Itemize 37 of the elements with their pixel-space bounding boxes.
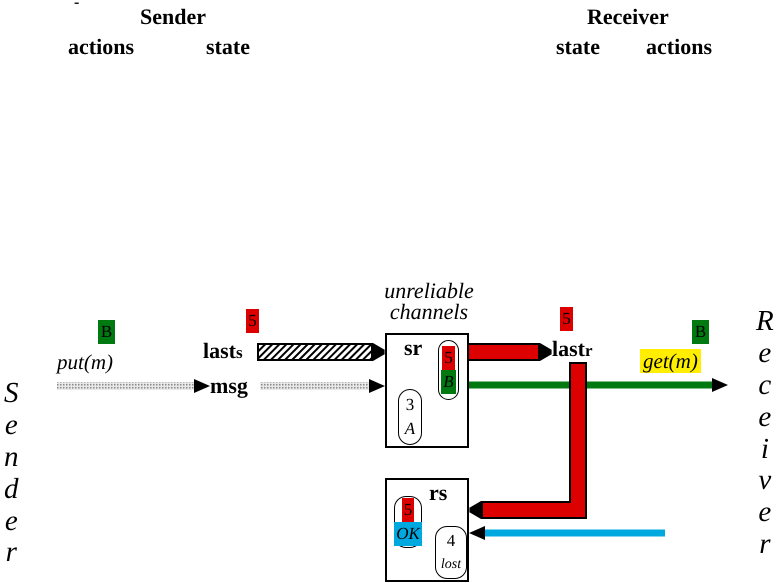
channel-box xyxy=(385,478,469,582)
column-heading: state xyxy=(206,34,250,60)
column-heading: actions xyxy=(646,34,712,60)
column-heading: state xyxy=(556,34,600,60)
packet-capsule xyxy=(394,496,422,548)
packet-capsule xyxy=(435,526,467,579)
arrow xyxy=(260,379,385,393)
variable-name: msg xyxy=(210,373,248,398)
packet-number: 5 xyxy=(442,346,455,370)
packet-value: OK xyxy=(394,522,422,546)
packet-number: 3 xyxy=(406,394,414,416)
column-heading: Sender xyxy=(140,4,206,30)
arrow xyxy=(469,526,665,540)
value-badge: B xyxy=(692,320,709,344)
edge-label: put(m) xyxy=(57,350,113,374)
packet-value: lost xyxy=(440,556,462,574)
value-badge: 5 xyxy=(246,309,259,333)
arrow xyxy=(471,364,585,517)
packet-value: B xyxy=(441,370,456,394)
vertical-heading: Receiver xyxy=(756,306,774,562)
channel-name: sr xyxy=(404,337,422,359)
value-badge: B xyxy=(98,320,115,344)
arrow xyxy=(469,345,550,359)
edge-label: get(m) xyxy=(640,349,701,373)
dash-mark: - xyxy=(74,0,80,11)
column-heading: actions xyxy=(68,34,134,60)
column-heading: Receiver xyxy=(587,4,669,30)
packet-number: 4 xyxy=(446,530,456,552)
value-badge: 5 xyxy=(560,307,573,331)
vertical-heading: Sender xyxy=(4,378,18,570)
arrow xyxy=(57,379,210,393)
packet-capsule xyxy=(438,340,459,400)
packet-value: A xyxy=(404,418,416,440)
channel-heading: unreliable channels xyxy=(383,280,475,322)
packet-capsule xyxy=(398,389,422,445)
arrow xyxy=(469,378,728,392)
packet-number: 5 xyxy=(402,498,414,522)
